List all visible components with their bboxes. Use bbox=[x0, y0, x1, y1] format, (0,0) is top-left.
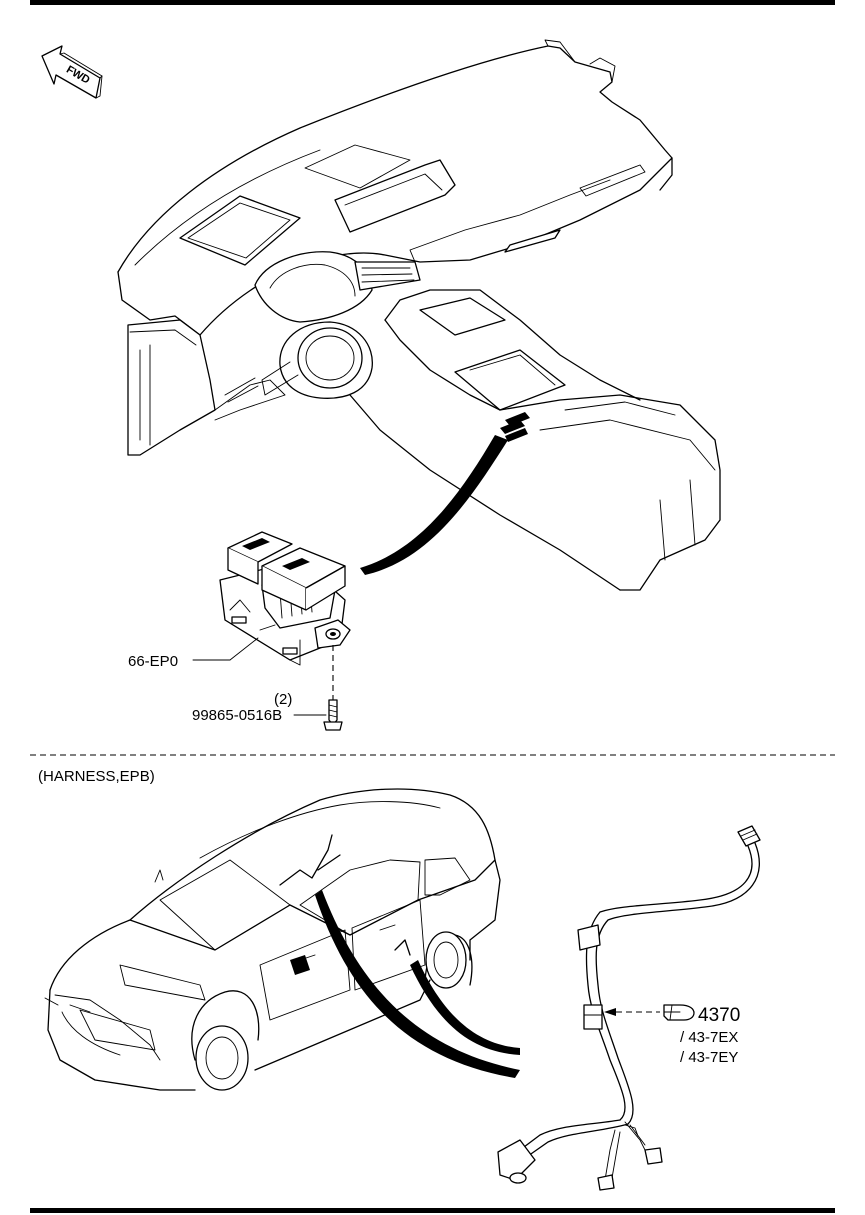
callout-leader-switch bbox=[360, 435, 508, 575]
harness-ref-sub-2: / 43-7EY bbox=[680, 1049, 738, 1066]
harness-ref-code: 4370 bbox=[698, 1005, 740, 1026]
reference-hand-icon bbox=[663, 1004, 695, 1021]
switch-part-label: 66-EP0 bbox=[128, 653, 178, 670]
section-title: (HARNESS,EPB) bbox=[38, 768, 155, 785]
top-border bbox=[30, 0, 835, 5]
fwd-arrow-icon: FWD bbox=[41, 45, 103, 99]
screw-icon bbox=[323, 699, 343, 731]
epb-switch-illustration bbox=[219, 531, 351, 666]
callout-leader-harness bbox=[315, 890, 520, 1078]
dashboard-illustration bbox=[117, 39, 721, 591]
epb-harness-illustration bbox=[497, 825, 761, 1191]
screw-part-label: 99865-0516B bbox=[192, 707, 282, 724]
bottom-border bbox=[30, 1208, 835, 1213]
screw-qty-label: (2) bbox=[274, 691, 292, 708]
harness-ref-sub-1: / 43-7EX bbox=[680, 1029, 738, 1046]
car-illustration bbox=[44, 788, 501, 1091]
epb-location-marker bbox=[500, 412, 530, 442]
harness-ref-leader bbox=[604, 1008, 616, 1016]
